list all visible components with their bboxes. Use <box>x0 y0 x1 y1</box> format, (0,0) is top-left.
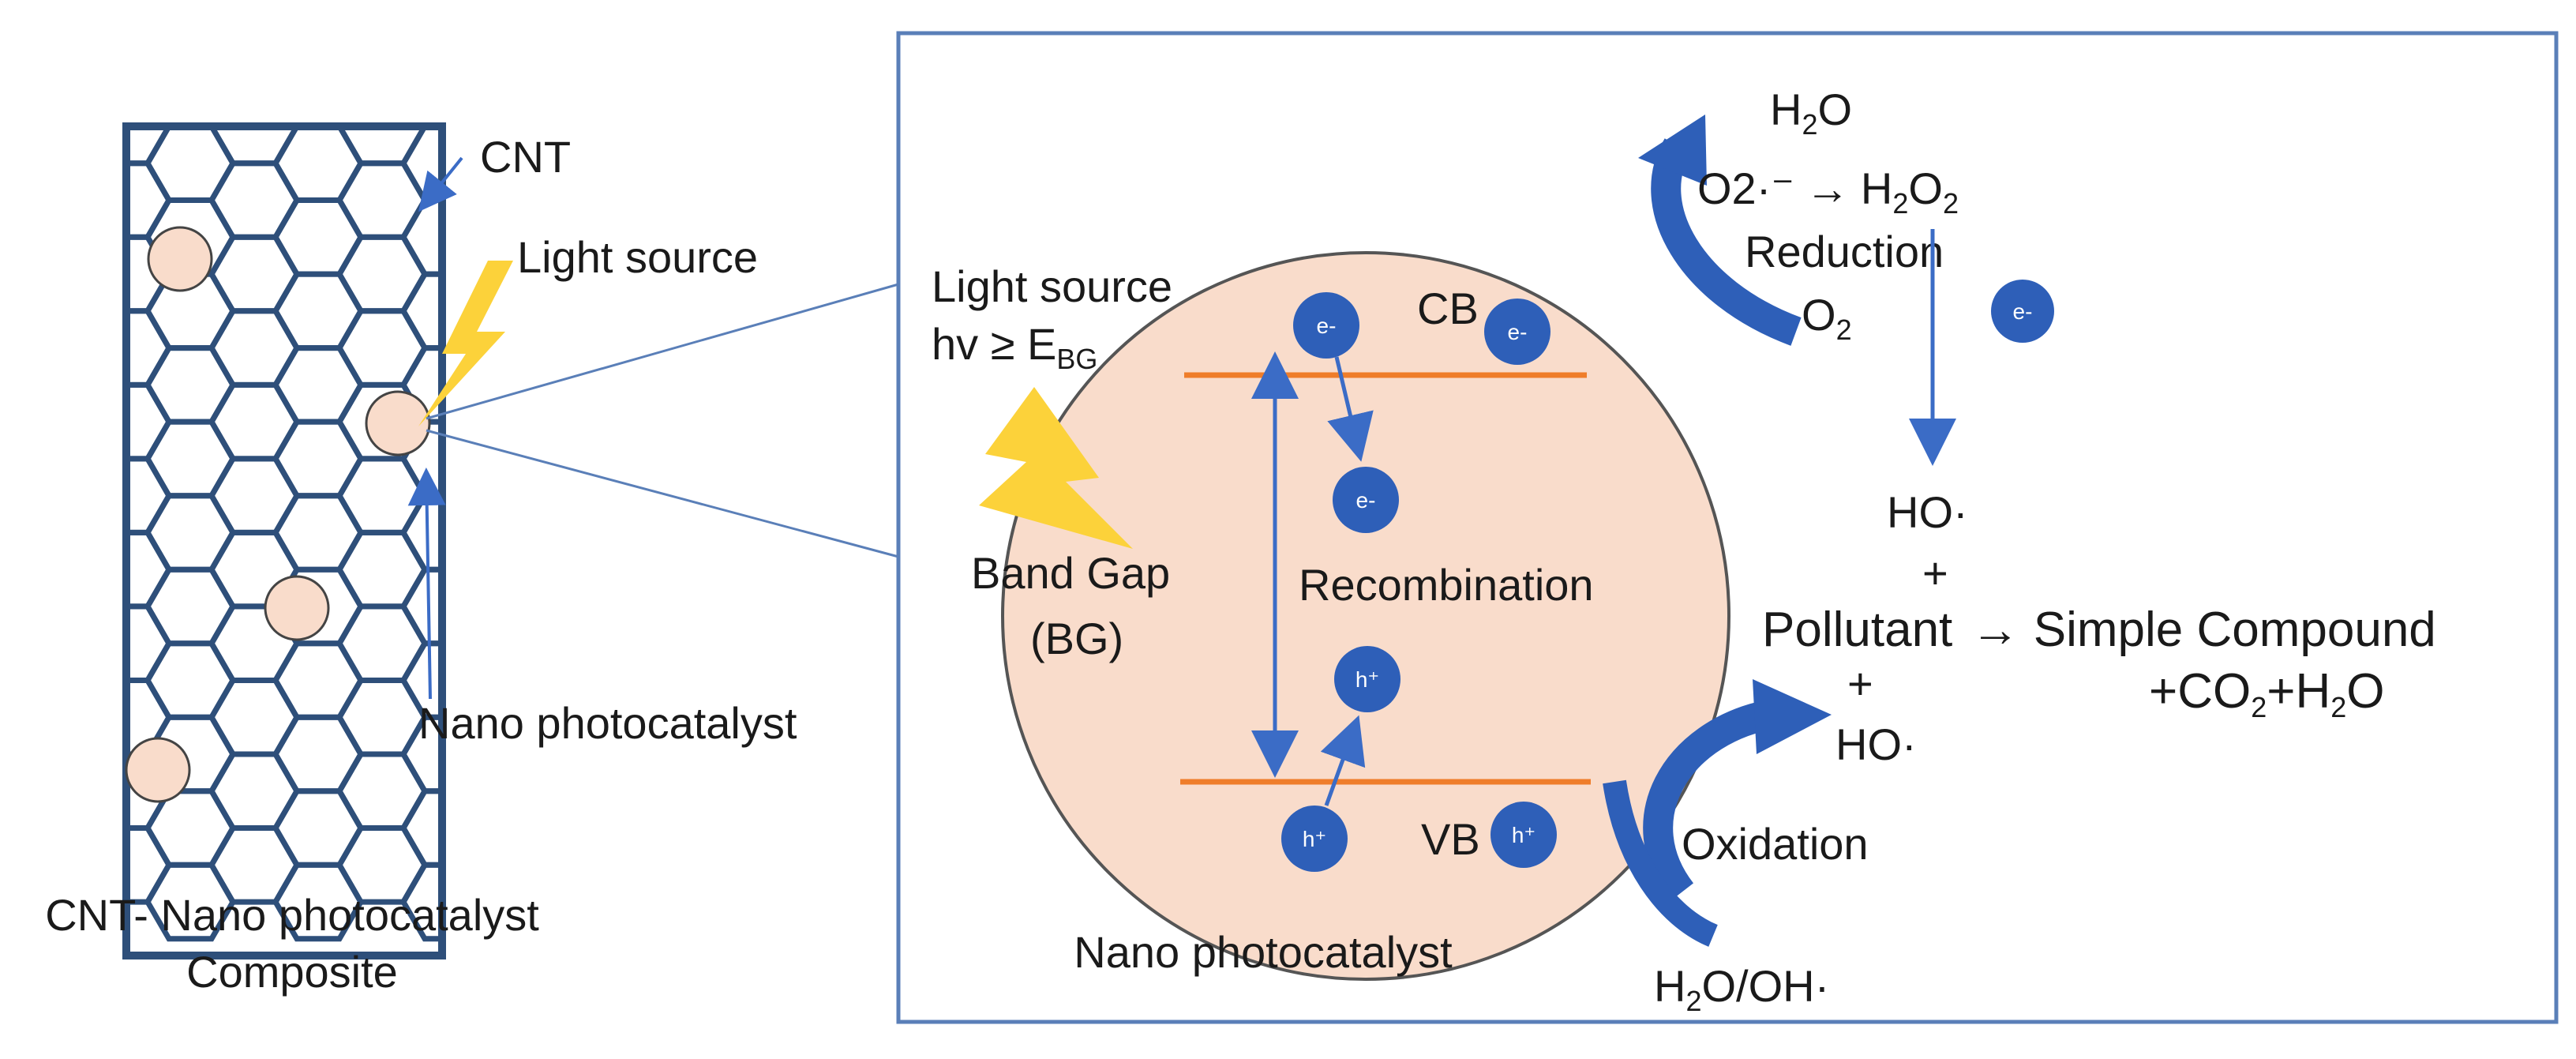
water-hydroxide-label: H2O/OH· <box>1654 961 1829 1017</box>
recombination-label: Recombination <box>1299 560 1594 610</box>
band-gap-label-line-1: Band Gap <box>971 548 1170 598</box>
hex-cell-6 <box>20 496 105 570</box>
superoxide-to-peroxide: O2·⁻→H2O2 <box>1697 163 1959 220</box>
plus-sign-top: + <box>1922 548 1948 598</box>
hex-cell-60 <box>339 16 425 90</box>
hex-cell-7 <box>20 569 105 644</box>
hydroxyl-radical-bottom: HO· <box>1835 719 1917 769</box>
caption-line-2: Composite <box>186 947 398 997</box>
hex-cell-8 <box>20 644 105 718</box>
pollutant-reaction: Pollutant → Simple Compound <box>1762 603 2436 657</box>
hex-cell-78 <box>399 493 442 573</box>
photocatalyst-particle <box>1001 251 1730 981</box>
hex-cell-79 <box>399 566 442 647</box>
reduction-curved-arrow-body <box>1651 138 1802 346</box>
plus-sign-bottom: + <box>1847 659 1873 708</box>
nanoparticle-highlighted <box>365 390 431 456</box>
svg-text:e-: e- <box>1317 314 1337 338</box>
carbon-nanotube <box>20 16 446 959</box>
hex-cell-5 <box>20 422 105 496</box>
nano-photocatalyst-label-left: Nano photocatalyst <box>418 698 797 748</box>
hex-cell-81 <box>399 714 442 794</box>
hex-cell-76 <box>399 345 442 425</box>
hex-cell-82 <box>399 788 442 868</box>
hexagonal-lattice <box>20 16 442 942</box>
hex-cell-9 <box>20 717 105 791</box>
hole-mid: h⁺ <box>1334 646 1400 712</box>
tube-outline <box>122 122 446 959</box>
energy-subscript: BG <box>1056 343 1097 375</box>
electron-reduction: e- <box>1991 280 2054 343</box>
zoom-connector-top <box>426 283 899 420</box>
oxidation-label: Oxidation <box>1682 819 1869 869</box>
electron-cb-left: e- <box>1293 292 1359 359</box>
particle-caption: Nano photocatalyst <box>1074 927 1453 977</box>
hex-cell-3 <box>20 274 105 348</box>
nanoparticle-3 <box>125 737 191 803</box>
products-line: +CO2+H2O <box>2149 664 2385 723</box>
svg-text:e-: e- <box>1356 488 1376 513</box>
hex-cell-2 <box>20 201 105 275</box>
zoom-connector-bottom <box>426 429 899 558</box>
svg-text:e-: e- <box>2013 299 2033 324</box>
oxidation-curved-arrow-head <box>1753 679 1832 754</box>
nanoparticle-2 <box>264 575 330 641</box>
svg-text:h⁺: h⁺ <box>1512 823 1535 847</box>
cnt-label: CNT <box>480 132 571 182</box>
hex-cell-80 <box>399 640 442 720</box>
reduction-label: Reduction <box>1745 227 1944 276</box>
hex-cell-75 <box>399 271 442 351</box>
oxidation-curved-arrow-upper <box>1643 700 1772 902</box>
superoxide: O2·⁻ <box>1697 163 1794 213</box>
cnt-pointer-arrow <box>418 156 463 212</box>
svg-text:h⁺: h⁺ <box>1303 827 1326 851</box>
hex-cell-77 <box>399 419 442 499</box>
oxygen-label: O2 <box>1802 290 1852 346</box>
nanoparticle-1 <box>147 226 213 292</box>
hex-cell-1 <box>20 126 105 201</box>
hex-cell-83 <box>399 862 442 942</box>
electron-relax-arrow <box>1327 356 1374 462</box>
light-source-energy: hv ≥ EBG <box>932 319 1097 375</box>
hex-cell-10 <box>20 791 105 866</box>
electron-relaxed: e- <box>1333 467 1399 533</box>
light-source-label-right: Light source <box>932 261 1172 311</box>
hex-cell-48 <box>293 126 343 130</box>
svg-text:h⁺: h⁺ <box>1355 667 1379 692</box>
hex-cell-72 <box>421 126 442 130</box>
hole-vb-left: h⁺ <box>1281 806 1348 872</box>
band-gap-label-line-2: (BG) <box>1030 614 1123 663</box>
reduction-curved-arrow-head <box>1638 115 1707 186</box>
hole-migration-arrow <box>1320 715 1366 806</box>
zoom-frame <box>896 31 2559 1024</box>
hex-cell-73 <box>399 126 442 203</box>
hex-cell-0 <box>20 53 105 127</box>
hex-cell-74 <box>399 197 442 277</box>
electron-cb-right: e- <box>1484 299 1550 365</box>
vb-label: VB <box>1421 814 1480 864</box>
hex-cell-12 <box>84 16 169 90</box>
lightning-bolt-icon-right <box>979 387 1133 549</box>
water-top: H2O <box>1770 84 1852 141</box>
nano-photocatalyst-pointer-arrow <box>407 468 446 700</box>
energy-prefix: hv ≥ E <box>932 319 1056 369</box>
hole-vb-right: h⁺ <box>1490 802 1557 868</box>
hex-cell-24 <box>165 126 216 130</box>
svg-text:e-: e- <box>1508 320 1528 344</box>
hydroxyl-radical-top: HO· <box>1887 487 1968 537</box>
light-source-label-left: Light source <box>517 232 758 282</box>
lightning-bolt-icon-left <box>418 261 513 426</box>
hex-cell-4 <box>20 348 105 422</box>
reaction-arrow: → <box>1805 163 1850 213</box>
cb-label: CB <box>1417 284 1479 333</box>
caption-line-1: CNT- Nano photocatalyst <box>45 890 539 940</box>
hex-cell-36 <box>212 16 297 90</box>
oxidation-curved-arrow-lower <box>1603 779 1719 947</box>
